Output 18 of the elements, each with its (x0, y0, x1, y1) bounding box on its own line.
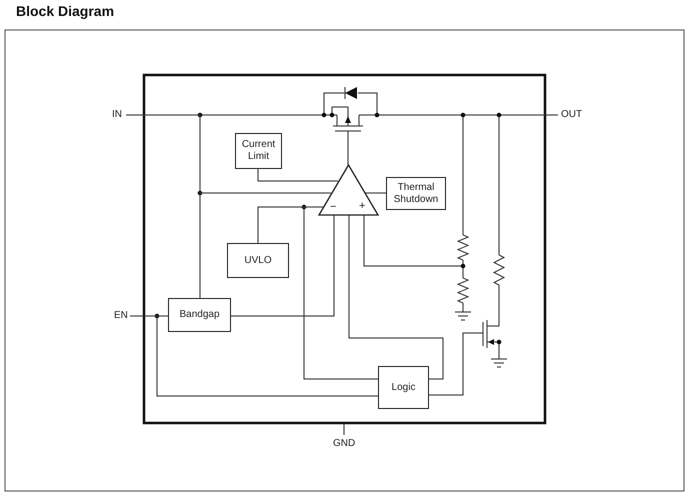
wire (364, 192, 386, 194)
pin-label: GND (333, 438, 356, 450)
pin-label: OUT (561, 109, 582, 121)
wire (230, 214, 334, 316)
input-sign: + (359, 201, 366, 212)
amplifier-symbol (318, 164, 379, 216)
wire (304, 206, 378, 380)
wire (258, 168, 338, 182)
thermal-shutdown-block: Thermal Shutdown (386, 177, 446, 210)
input-sign: − (330, 202, 336, 213)
pin-label: EN (114, 310, 128, 322)
pin-label: IN (112, 109, 122, 121)
logic-block: Logic (378, 366, 429, 409)
bandgap-block: Bandgap (168, 298, 231, 332)
diagram-title: Block Diagram (16, 3, 114, 19)
wire (348, 214, 444, 380)
uvlo-block: UVLO (227, 243, 289, 278)
current-limit-block: Current Limit (235, 133, 282, 169)
